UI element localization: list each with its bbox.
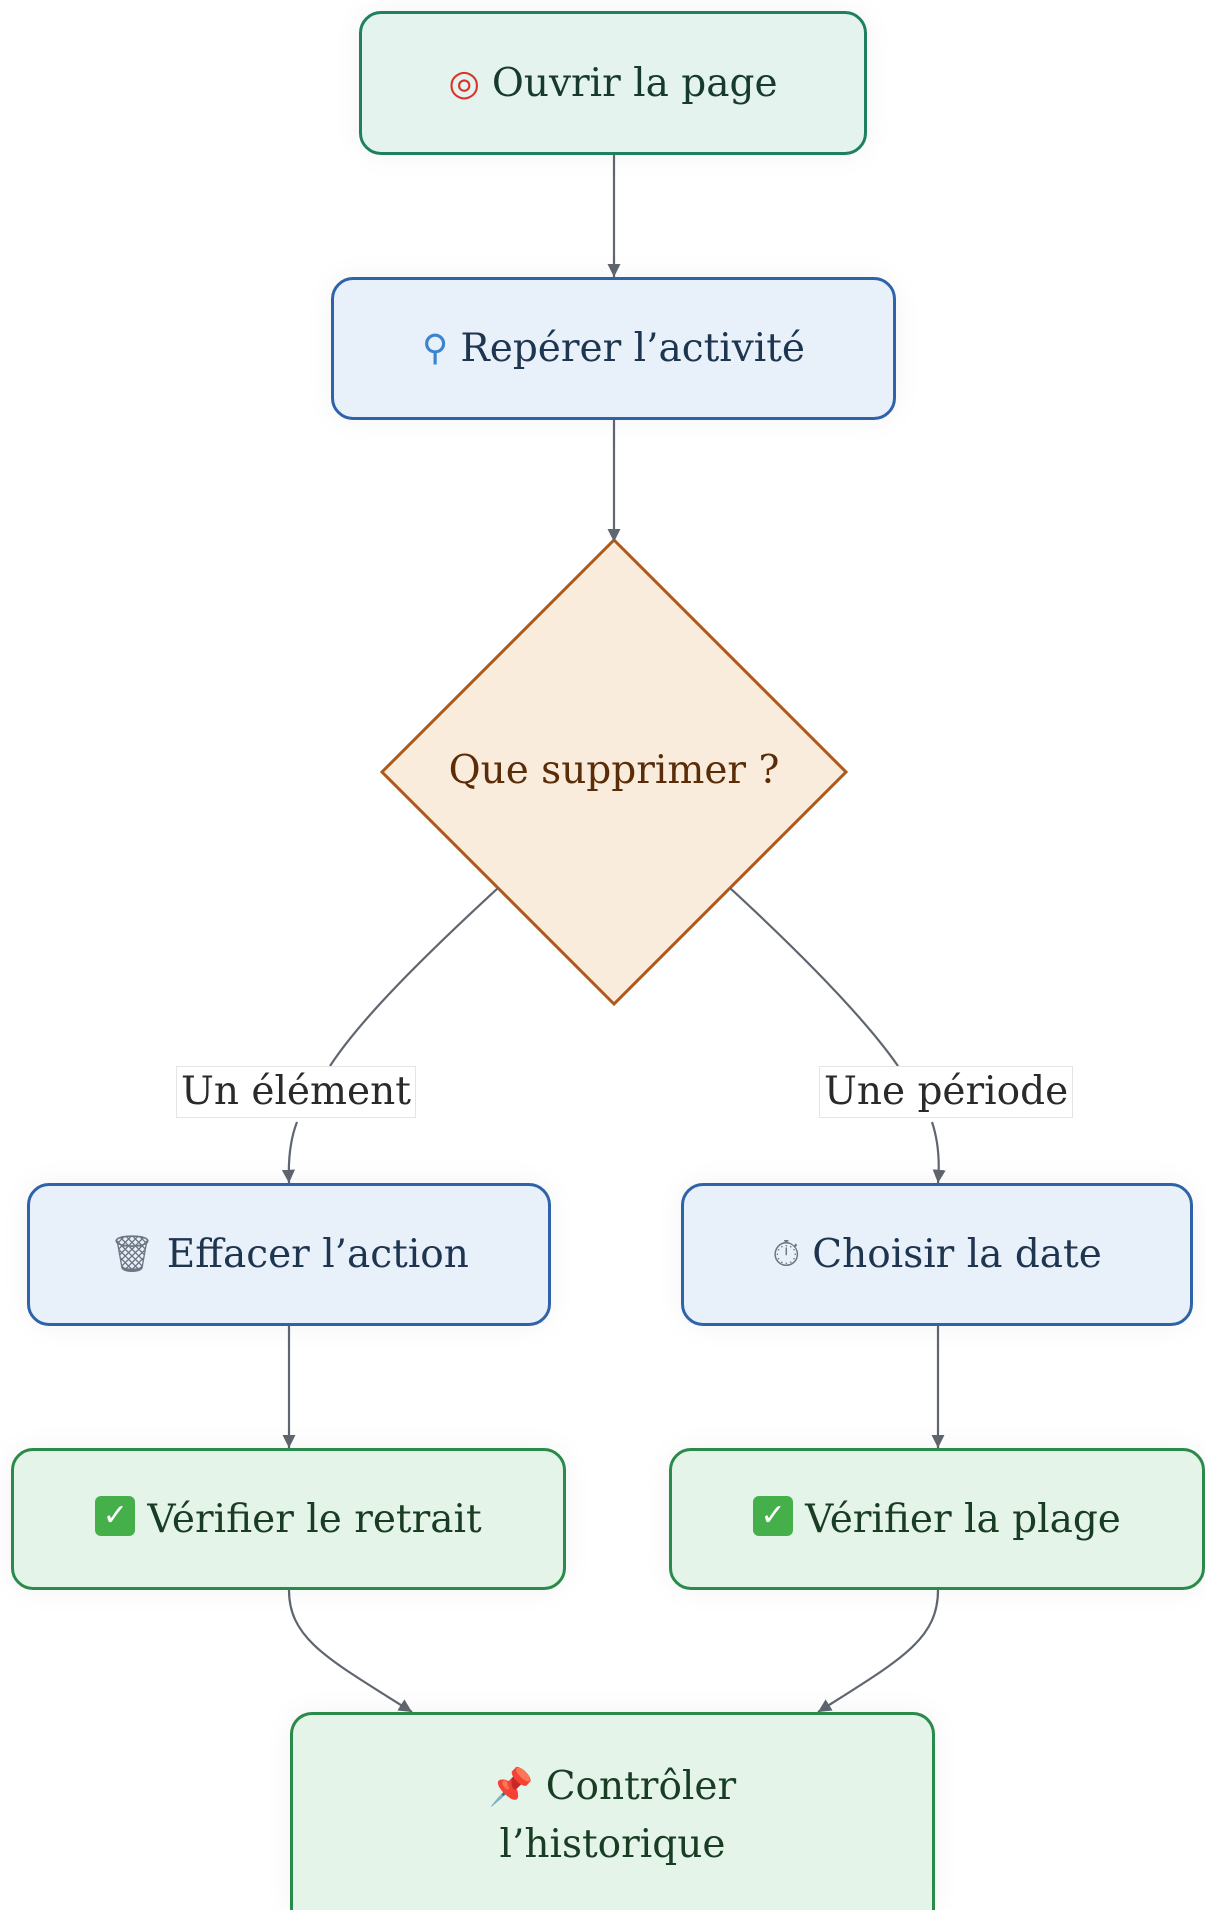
pushpin-icon: 📌 [488,1767,534,1808]
edge-label-une-periode: Une période [819,1066,1074,1118]
node-check-history-text: 📌 Contrôler l’historique [489,1758,736,1873]
edge-verify-range-to-history [817,1589,940,1713]
node-delete-action[interactable]: 🗑 Effacer l’action [27,1183,551,1326]
node-check-history[interactable]: 📌 Contrôler l’historique [290,1712,935,1910]
node-find-activity-label: Repérer l’activité [460,326,805,371]
node-check-history-label-2: l’historique [499,1822,726,1867]
node-verify-range[interactable]: ✓ Vérifier la plage [669,1448,1205,1590]
node-verify-removal[interactable]: ✓ Vérifier le retrait [11,1448,566,1590]
edge-decision-to-date [729,887,899,1067]
node-choose-date[interactable]: ⏱ Choisir la date [681,1183,1193,1326]
node-verify-removal-label: Vérifier le retrait [147,1496,482,1542]
trash-icon: 🗑 [109,1234,155,1275]
magnifier-icon: ⚲ [422,328,449,369]
edge-label-element-to-delete [281,1121,299,1184]
node-choose-date-label: Choisir la date [812,1232,1102,1277]
node-find-activity[interactable]: ⚲ Repérer l’activité [331,277,896,420]
node-open-page-label: Ouvrir la page [491,60,778,106]
node-check-history-line1: 📌 Contrôler [489,1758,736,1816]
edge-verify-removal-to-history [287,1589,413,1713]
node-check-history-label-1: Contrôler [545,1764,737,1809]
stopwatch-icon: ⏱ [772,1234,801,1275]
check-mark-icon: ✓ [95,1496,136,1536]
check-mark-icon: ✓ [753,1496,794,1536]
edge-decision-to-delete [329,887,499,1067]
target-icon: ◎ [448,62,480,104]
node-delete-action-label: Effacer l’action [166,1232,469,1277]
decision-label: Que supprimer ? [448,748,780,793]
edge-label-period-to-date [930,1121,946,1184]
node-verify-range-label: Vérifier la plage [805,1496,1121,1542]
node-open-page[interactable]: ◎ Ouvrir la page [359,11,867,155]
edge-label-un-element: Un élément [176,1066,416,1118]
